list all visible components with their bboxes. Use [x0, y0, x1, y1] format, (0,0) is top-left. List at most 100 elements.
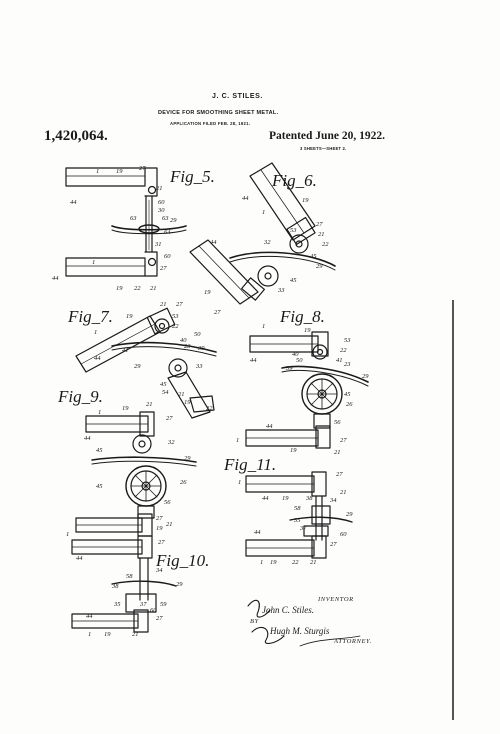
ref-29-n: 29	[346, 511, 353, 518]
ref-19-i: 19	[122, 405, 129, 412]
fig-5-label: Fig_5.	[169, 167, 215, 186]
ref-23-g: 23	[344, 361, 351, 368]
ref-29-e: 29	[134, 363, 141, 370]
ref-44-h: 44	[266, 423, 273, 430]
margin-rule	[452, 300, 454, 720]
ref-56-i: 56	[164, 499, 171, 506]
ref-1-c: 1	[262, 209, 265, 216]
ref-27-b: 27	[160, 265, 167, 272]
attorney-caption: ATTORNEY.	[334, 638, 372, 645]
ref-1-h: 1	[236, 437, 239, 444]
patent-number: 1,420,064.	[44, 128, 108, 144]
ref-39-g: 39	[285, 365, 293, 372]
ref-27-e: 27	[176, 301, 183, 308]
ref-30: 30	[157, 207, 165, 214]
ref-1-i: 1	[98, 409, 101, 416]
ref-21-k: 21	[166, 521, 173, 528]
ref-38: 38	[111, 583, 119, 590]
ref-44-k: 44	[76, 555, 83, 562]
ref-26-i: 26	[180, 479, 187, 486]
patent-date: Patented June 20, 1922.	[269, 130, 385, 142]
ref-32: 32	[263, 239, 271, 246]
ref-37: 37	[139, 601, 147, 608]
inventor-signature: John C. Stiles.	[262, 605, 314, 615]
ref-27-c: 27	[316, 221, 323, 228]
ref-21-i: 21	[146, 401, 153, 408]
ref-59: 59	[160, 601, 167, 608]
ref-19-k: 19	[156, 525, 163, 532]
ref-29: 29	[170, 217, 177, 224]
fig-10-label: Fig_10.	[155, 551, 209, 570]
application-filed-date: APPLICATION FILED FEB. 28, 1921.	[170, 121, 251, 126]
ref-19-b: 19	[116, 285, 123, 292]
ref-44-c: 44	[242, 195, 249, 202]
ref-22-c: 22	[322, 241, 329, 248]
ref-50: 50	[194, 331, 201, 338]
ref-45-b: 45	[290, 277, 297, 284]
fig-5-drawing	[65, 167, 187, 277]
ref-32-i: 32	[167, 439, 175, 446]
ref-56: 56	[334, 419, 341, 426]
ref-31: 31	[154, 241, 162, 248]
ref-21-l: 21	[132, 631, 139, 638]
ref-19-d: 19	[204, 289, 211, 296]
ref-40-g: 40	[292, 351, 299, 358]
ref-29-c: 29	[316, 263, 323, 270]
ref-45-g: 45	[344, 391, 351, 398]
fig-8-drawing	[245, 331, 369, 449]
ref-44-l: 44	[86, 613, 93, 620]
ref-44-n: 44	[262, 495, 269, 502]
ref-21-c: 21	[318, 231, 325, 238]
ref-60-k: 60	[150, 607, 157, 614]
ref-19-l: 19	[104, 631, 111, 638]
ref-23: 23	[184, 343, 191, 350]
ref-29-i: 29	[184, 455, 191, 462]
ref-27: 27	[139, 165, 146, 172]
ref-34-n: 34	[329, 497, 337, 504]
fig-6-drawing	[189, 162, 336, 305]
ref-58: 58	[126, 573, 133, 580]
ref-19-c: 19	[302, 197, 309, 204]
ref-19-n: 19	[282, 495, 289, 502]
ref-53-e: 53	[172, 313, 179, 320]
ref-22-g: 22	[340, 347, 347, 354]
ref-40: 40	[180, 337, 187, 344]
ref-22-o: 22	[292, 559, 299, 566]
ref-19-o: 19	[270, 559, 277, 566]
ref-27-n: 27	[336, 471, 343, 478]
ref-44: 44	[70, 199, 77, 206]
ref-19-g: 19	[304, 327, 311, 334]
ref-35: 35	[113, 601, 121, 608]
ref-21: 21	[156, 185, 163, 192]
ref-37-n: 37	[299, 525, 307, 532]
ref-44-i: 44	[84, 435, 91, 442]
ref-60: 60	[158, 199, 165, 206]
ref-1: 1	[96, 168, 99, 175]
ref-1-o: 1	[260, 559, 263, 566]
inventor-caption: INVENTOR	[318, 596, 354, 603]
ref-21-e: 21	[160, 301, 167, 308]
ref-45-j: 45	[96, 483, 103, 490]
ref-1-n: 1	[238, 479, 241, 486]
fig-11-label: Fig_11.	[223, 455, 276, 474]
ref-64: 64	[164, 229, 171, 236]
ref-27-m: 27	[156, 615, 163, 622]
ref-58-n: 58	[294, 505, 301, 512]
ref-27-h: 27	[340, 437, 347, 444]
ref-33: 33	[277, 287, 285, 294]
fig-10-drawing	[71, 513, 177, 633]
ref-33-e: 33	[195, 363, 203, 370]
fig-7-label: Fig_7.	[67, 307, 113, 326]
ref-60-n: 60	[340, 531, 347, 538]
ref-35-n: 35	[293, 517, 301, 524]
ref-27-k: 27	[156, 515, 163, 522]
ref-21-n: 21	[340, 489, 347, 496]
ref-1-b: 1	[92, 259, 95, 266]
ref-60-b: 60	[164, 253, 171, 260]
ref-19-f: 19	[184, 399, 191, 406]
ref-63-b: 63	[162, 215, 169, 222]
ref-38-n: 38	[305, 495, 313, 502]
ref-1-k: 1	[66, 531, 69, 538]
